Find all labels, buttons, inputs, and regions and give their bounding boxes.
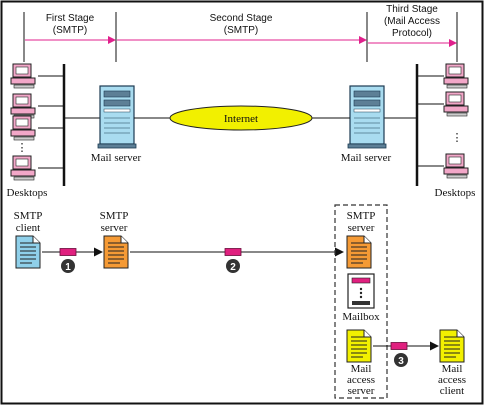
smtp-server-1-label-line1: SMTP xyxy=(100,210,129,222)
stage-boundaries xyxy=(23,12,458,62)
mail-access-client: Mail access client xyxy=(438,329,466,397)
packet-icon xyxy=(59,248,77,256)
left-more-dots: ⋮ xyxy=(17,142,28,154)
mail-access-client-label-line2: access xyxy=(438,374,466,386)
document-icon xyxy=(15,235,41,269)
first-stage-label: First Stage (SMTP) xyxy=(46,13,95,36)
second-stage-protocol: (SMTP) xyxy=(224,25,258,36)
internet-ellipse xyxy=(169,105,313,131)
smtp-server-1-label-line2: server xyxy=(101,222,128,234)
smtp-server-2-label-line1: SMTP xyxy=(347,210,376,222)
document-icon xyxy=(346,329,372,363)
internet-label: Internet xyxy=(224,113,258,125)
right-mail-server: Mail server xyxy=(341,85,417,164)
third-stage-label: Third Stage (Mail Access Protocol) xyxy=(384,4,440,39)
step-number-3: 3 xyxy=(398,356,404,367)
right-mail-server-label: Mail server xyxy=(341,152,392,164)
left-desktops-label: Desktops xyxy=(7,187,48,199)
desktop-icon xyxy=(443,91,469,117)
document-icon xyxy=(103,235,129,269)
mailbox-label: Mailbox xyxy=(342,311,380,323)
step-badge-1 xyxy=(61,259,75,273)
desktop-icon xyxy=(10,63,36,89)
third-stage-protocol-line1: (Mail Access xyxy=(384,16,440,27)
step-number-1: 1 xyxy=(65,262,71,273)
mail-access-server: Mail access server xyxy=(346,329,375,397)
packet-icon xyxy=(390,342,408,350)
mail-access-client-label-line3: client xyxy=(440,385,464,397)
mail-access-server-label-line1: Mail xyxy=(351,363,372,375)
mailbox: Mailbox xyxy=(342,273,380,323)
right-more-dots: ⋮ xyxy=(452,132,463,144)
third-stage-title: Third Stage xyxy=(386,4,438,15)
left-mail-server: Mail server xyxy=(64,85,142,164)
desktop-icon xyxy=(443,63,469,89)
smtp-client: SMTP client xyxy=(14,210,43,269)
server-icon xyxy=(97,85,137,149)
step-number-2: 2 xyxy=(230,262,236,273)
smtp-server-2-label-line2: server xyxy=(348,222,375,234)
second-stage-label: Second Stage (SMTP) xyxy=(210,13,273,36)
packet-icon xyxy=(224,248,242,256)
smtp-client-label-line2: client xyxy=(16,222,40,234)
server-icon xyxy=(347,85,387,149)
right-desktops-label: Desktops xyxy=(435,187,476,199)
desktop-icon xyxy=(443,153,469,179)
first-stage-title: First Stage xyxy=(46,13,95,24)
internet: Internet xyxy=(134,105,350,131)
receiving-server-box xyxy=(334,204,388,399)
mail-access-server-label-line2: access xyxy=(347,374,375,386)
document-icon xyxy=(439,329,465,363)
smtp-server-2: SMTP server xyxy=(346,210,376,269)
desktop-icon xyxy=(10,93,36,119)
desktop-icon xyxy=(10,155,36,181)
mail-access-client-label-line1: Mail xyxy=(442,363,463,375)
first-stage-protocol: (SMTP) xyxy=(53,25,87,36)
smtp-client-label-line1: SMTP xyxy=(14,210,43,222)
left-mail-server-label: Mail server xyxy=(91,152,142,164)
right-lan: ⋮ Desktops xyxy=(415,63,476,199)
mail-access-server-label-line3: server xyxy=(348,385,375,397)
second-stage-title: Second Stage xyxy=(210,13,273,24)
left-lan: ⋮ Desktops xyxy=(7,63,66,199)
desktop-icon xyxy=(10,115,36,141)
mailbox-icon xyxy=(347,273,375,309)
step-badge-3 xyxy=(394,353,408,367)
document-icon xyxy=(346,235,372,269)
third-stage-protocol-line2: Protocol) xyxy=(392,28,432,39)
step-badge-2 xyxy=(226,259,240,273)
smtp-server-1: SMTP server xyxy=(100,210,129,269)
